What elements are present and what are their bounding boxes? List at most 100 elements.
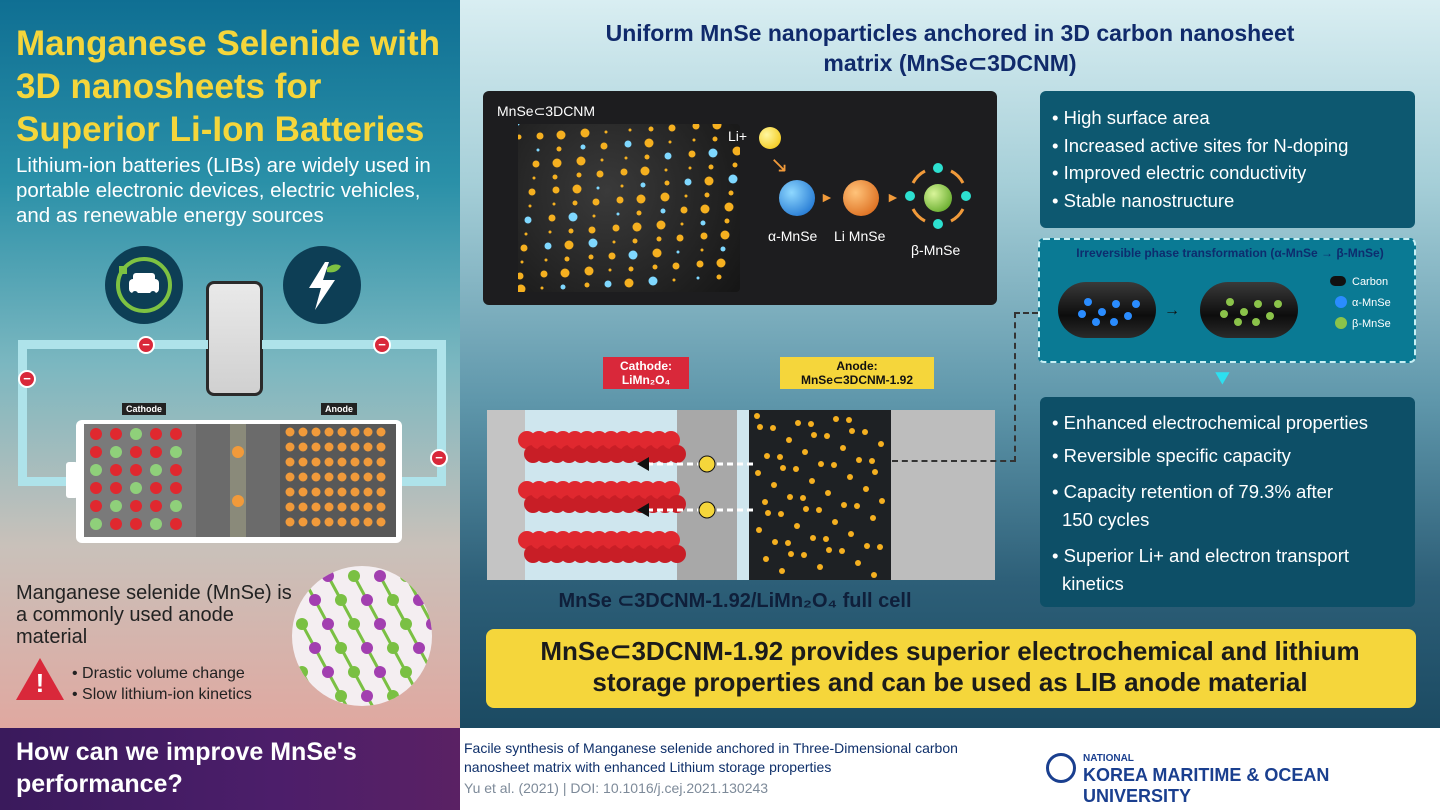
question-banner <box>0 728 460 810</box>
result-item: kinetics <box>1062 573 1124 594</box>
warning-icon <box>16 658 64 700</box>
atom <box>309 642 321 654</box>
atom <box>348 570 360 582</box>
anode-nanoparticle <box>762 499 768 505</box>
result-item: • Reversible specific capacity <box>1052 445 1291 466</box>
feature-item: • Stable nanostructure <box>1052 190 1235 211</box>
mnse-nanoparticle <box>628 250 638 260</box>
mnse-nanoparticle <box>652 248 662 258</box>
mnse-nanoparticle <box>628 128 632 132</box>
anode-nanoparticle <box>879 498 885 504</box>
warning-item: • Slow lithium-ion kinetics <box>72 686 252 703</box>
stage-label: Li MnSe <box>834 228 886 244</box>
mnse-nanoparticle <box>628 266 634 272</box>
anode-particle <box>285 487 295 497</box>
wire-top-right <box>262 340 446 349</box>
anode-nanoparticle <box>817 564 823 570</box>
anode-nanoparticle <box>847 474 853 480</box>
anode-particle <box>298 487 308 497</box>
citation-meta: Yu et al. (2021) | DOI: 10.1016/j.cej.20… <box>464 780 769 796</box>
cathode-particle <box>90 446 102 458</box>
anode-nanoparticle <box>788 551 794 557</box>
mnse-nanoparticle <box>640 182 646 188</box>
anode-particle <box>376 427 386 437</box>
mnse-nanoparticle <box>676 234 684 242</box>
mnse-nanoparticle <box>660 208 666 214</box>
anode-nanoparticle <box>755 470 761 476</box>
anode-label: Anode <box>321 403 357 415</box>
feature-item: • Increased active sites for N-doping <box>1052 135 1349 156</box>
anode-nanoparticle <box>811 432 817 438</box>
anode-nanoparticle <box>765 510 771 516</box>
anode-nanoparticle <box>840 445 846 451</box>
anode-nanoparticle <box>816 507 822 513</box>
anode-particle <box>363 472 373 482</box>
anode-particle <box>324 472 334 482</box>
atom <box>348 618 360 630</box>
mnse-nanoparticle <box>720 230 730 240</box>
mnse-nanoparticle <box>604 130 608 134</box>
anode-nanoparticle <box>756 527 762 533</box>
feature-item: • High surface area <box>1052 107 1210 128</box>
anode-nanoparticle <box>848 531 854 537</box>
mnse-nanoparticle <box>604 280 612 288</box>
electron-icon: − <box>18 370 36 388</box>
mnse-nanoparticle <box>608 268 612 272</box>
cathode-particle <box>150 482 162 494</box>
mnse-nanoparticle <box>624 278 634 288</box>
image-label: MnSe⊂3DCNM <box>497 103 596 119</box>
mnse-nanoparticle <box>540 286 544 290</box>
anode-nanoparticle <box>763 556 769 562</box>
mnse-nanoparticle <box>532 176 536 180</box>
mnse-nanoparticle <box>704 176 714 186</box>
atom <box>361 690 373 702</box>
anode-nanoparticle <box>870 515 876 521</box>
connector-line <box>1014 312 1016 462</box>
atom <box>335 690 347 702</box>
smartphone-icon <box>206 281 263 396</box>
cathode-particle <box>110 464 122 476</box>
anode-nanoparticle <box>831 462 837 468</box>
mnse-nanoparticle <box>568 212 578 222</box>
anode-particle <box>285 502 295 512</box>
carbon-matrix-cube <box>516 120 742 294</box>
cathode-particle <box>130 428 142 440</box>
mnse-nanoparticle <box>648 276 658 286</box>
mnse-nanoparticle <box>716 258 726 268</box>
cathode-particle <box>130 500 142 512</box>
anode-nanoparticle <box>778 511 784 517</box>
anode-particle <box>298 457 308 467</box>
mnse-nanoparticle <box>648 126 654 132</box>
mnse-nanoparticle <box>588 254 594 260</box>
wire-bottom-right <box>398 477 446 486</box>
anode-nanoparticle <box>754 413 760 419</box>
anode-particle <box>311 457 321 467</box>
wire-top-left <box>18 340 208 349</box>
mnse-nanoparticle <box>672 262 680 270</box>
renewable-energy-icon <box>283 246 361 324</box>
atom <box>322 618 334 630</box>
electric-car-icon <box>105 246 183 324</box>
anode-particle <box>363 517 373 527</box>
cathode-particle <box>110 428 122 440</box>
anode-particle <box>350 442 360 452</box>
results-box <box>1040 397 1415 607</box>
battery-particles <box>84 424 396 537</box>
beta-mnse-sphere <box>924 184 952 212</box>
mnse-nanoparticle <box>684 194 688 198</box>
mnse-nanoparticle <box>696 260 704 268</box>
anode-particle <box>350 457 360 467</box>
mnse-nanoparticle <box>580 144 586 150</box>
anode-nanoparticle <box>869 458 875 464</box>
mnse-nanoparticle <box>552 158 562 168</box>
anode-nanoparticle <box>786 437 792 443</box>
mnse-nanoparticle <box>516 272 524 280</box>
atom <box>413 642 425 654</box>
anode-particle <box>376 502 386 512</box>
features-box <box>1040 91 1415 228</box>
beta-legend-icon <box>1335 317 1347 329</box>
atom <box>309 594 321 606</box>
mnse-nanoparticle <box>700 220 706 226</box>
anode-particle <box>298 502 308 512</box>
mnse-nanoparticle <box>600 142 608 150</box>
